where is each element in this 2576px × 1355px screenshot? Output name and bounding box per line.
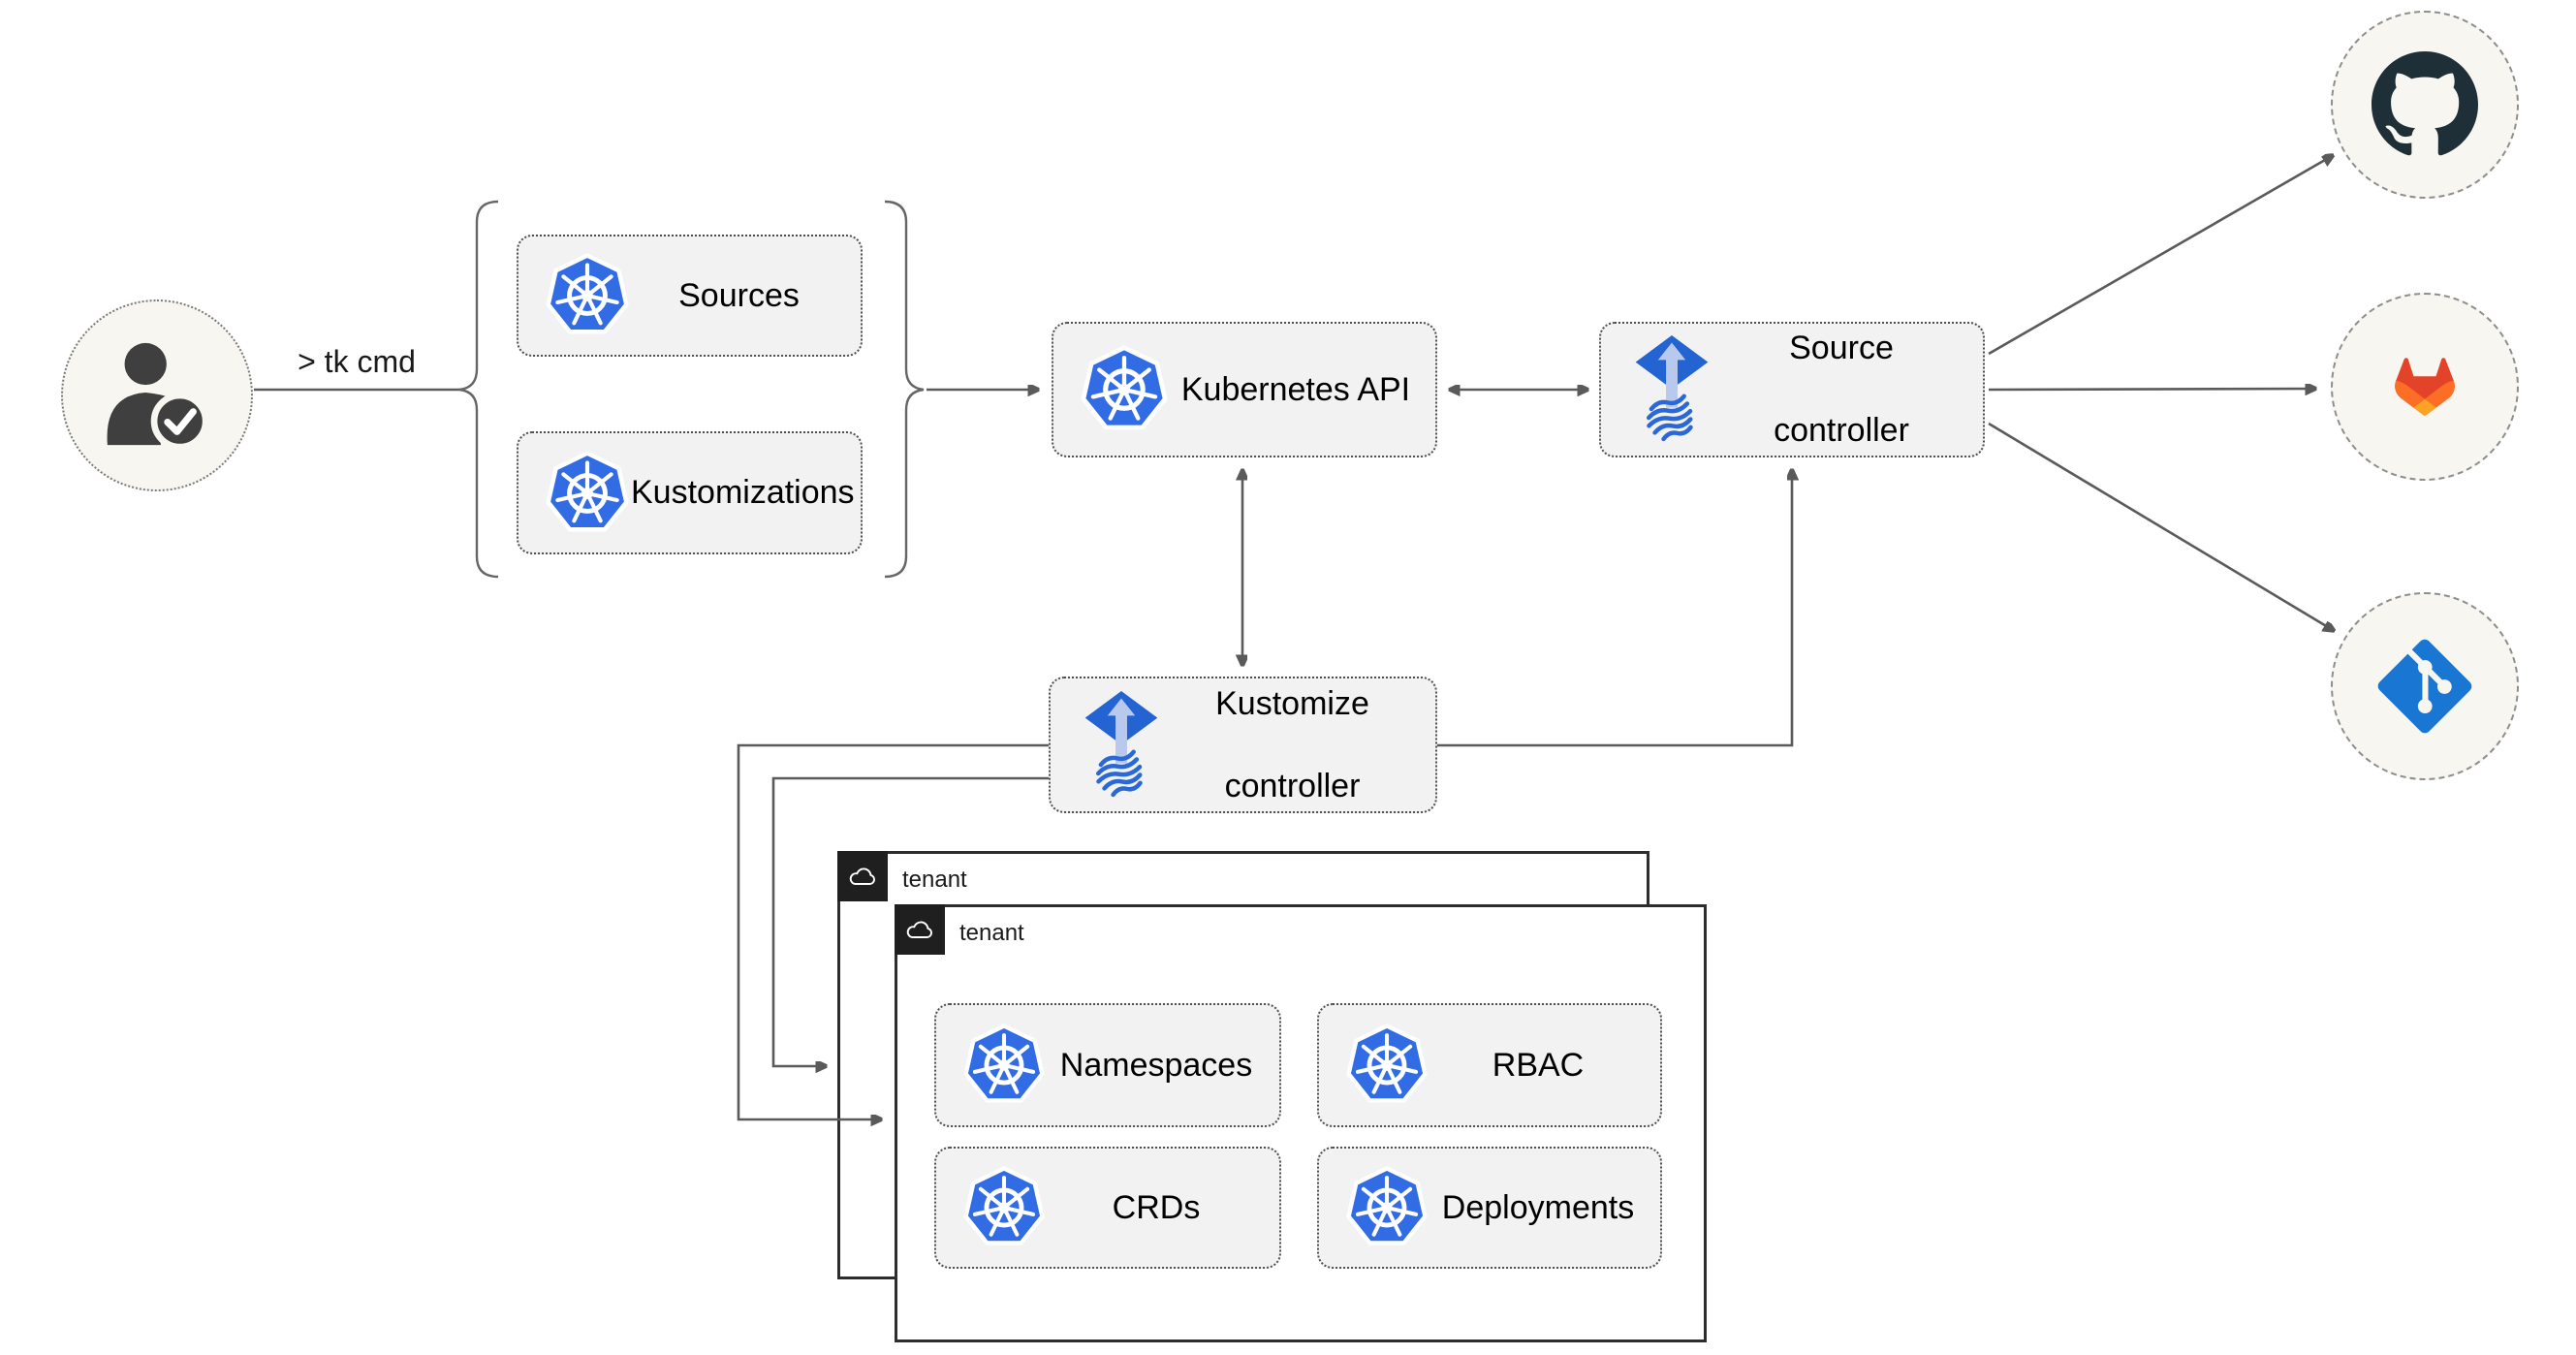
connector-source-to-git <box>1988 422 2333 630</box>
github-node <box>2331 11 2519 199</box>
kustomizations-node: Kustomizations <box>517 431 863 554</box>
kubernetes-icon <box>961 1021 1047 1110</box>
kubernetes-icon <box>1344 1163 1429 1252</box>
tenant-tab <box>895 904 945 955</box>
source-controller-label: Source controller <box>1774 330 1909 450</box>
crds-node: CRDs <box>934 1147 1281 1269</box>
kubernetes-icon <box>1344 1021 1429 1110</box>
gitlab-icon <box>2395 358 2455 416</box>
cloud-icon <box>906 921 932 938</box>
crds-label: CRDs <box>1112 1188 1201 1226</box>
git-icon <box>2377 639 2472 734</box>
gitlab-node <box>2331 293 2519 481</box>
kubernetes-icon <box>544 448 631 539</box>
sources-node: Sources <box>517 235 863 357</box>
user-node <box>61 299 253 491</box>
cloud-icon <box>849 867 875 885</box>
rbac-node: RBAC <box>1317 1003 1662 1127</box>
kustomize-controller-node: Kustomize controller <box>1049 677 1437 813</box>
user-check-icon <box>107 342 209 451</box>
connector-source-to-github <box>1988 156 2332 356</box>
deployments-node: Deployments <box>1317 1147 1662 1269</box>
git-node <box>2331 592 2519 780</box>
kubernetes-api-label: Kubernetes API <box>1180 370 1411 408</box>
kubernetes-api-node: Kubernetes API <box>1052 322 1437 457</box>
namespaces-label: Namespaces <box>1059 1046 1253 1084</box>
tenant-box-front: tenant Namespaces <box>895 904 1707 1342</box>
source-controller-node: Source controller <box>1599 322 1985 457</box>
tenant-label: tenant <box>959 920 1024 946</box>
deployments-label: Deployments <box>1441 1188 1635 1226</box>
tenant-tab <box>837 851 888 901</box>
kustomizations-label: Kustomizations <box>631 474 855 512</box>
kubernetes-icon <box>961 1163 1047 1252</box>
github-icon <box>2372 51 2478 156</box>
tenant-label: tenant <box>902 867 967 893</box>
brace-right <box>884 200 925 579</box>
kubernetes-icon <box>1079 342 1170 437</box>
connector-kustomize-to-source <box>1437 471 1792 747</box>
connector-source-to-gitlab <box>1988 389 2314 390</box>
flux-icon <box>1630 335 1713 444</box>
kubernetes-icon <box>544 250 631 341</box>
kustomize-controller-label: Kustomize controller <box>1215 684 1369 804</box>
sources-label: Sources <box>678 276 800 314</box>
tk-cmd-label: > tk cmd <box>298 344 416 379</box>
brace-left <box>458 200 499 579</box>
namespaces-node: Namespaces <box>934 1003 1281 1127</box>
flux-icon <box>1080 690 1163 800</box>
rbac-label: RBAC <box>1492 1046 1585 1084</box>
